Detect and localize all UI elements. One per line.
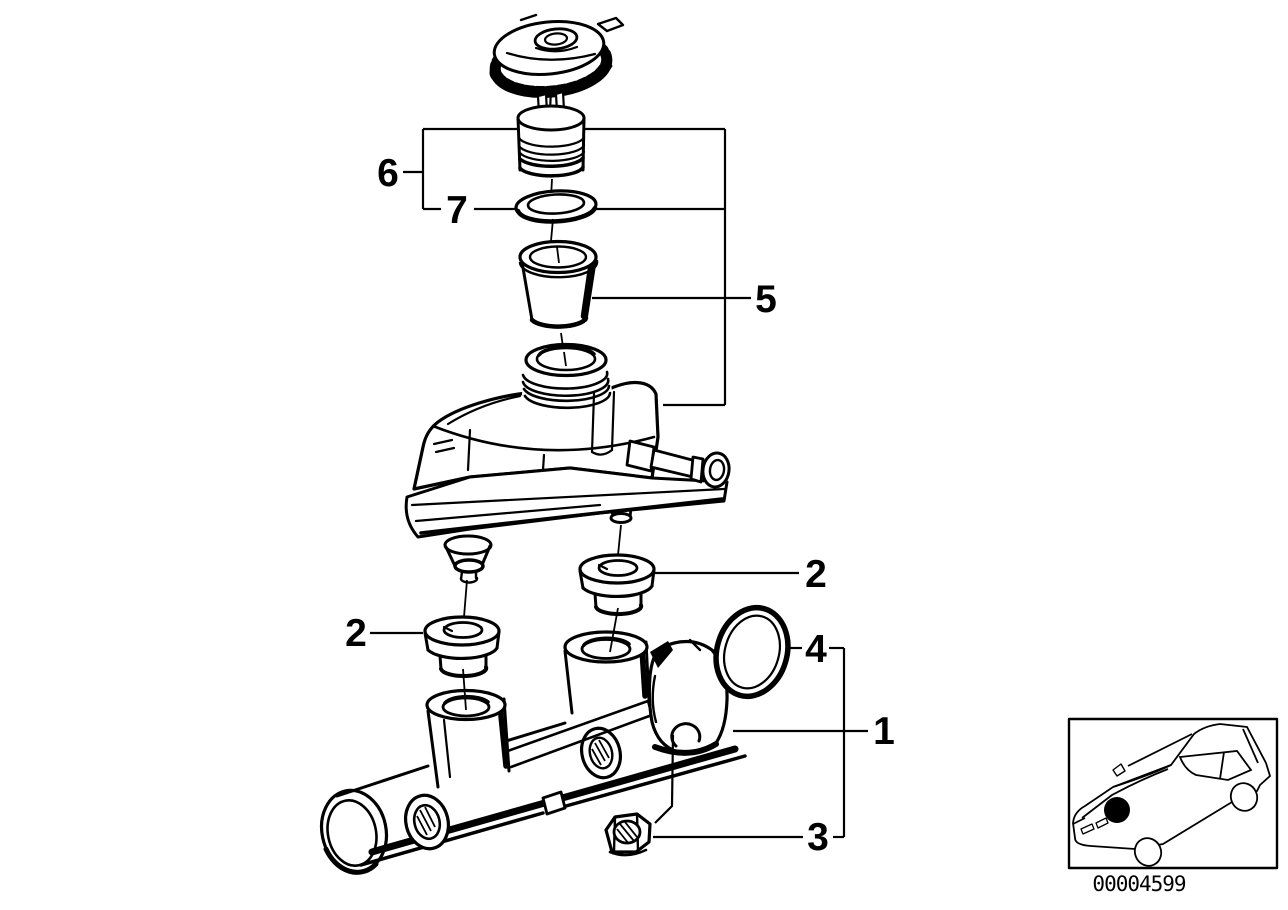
- callout-2-left: 2: [345, 612, 367, 655]
- inset-image-number: 00004599: [1092, 872, 1186, 896]
- axis-guide-seal-strainer: [550, 218, 554, 242]
- callout-7: 7: [446, 189, 468, 232]
- location-dot-icon: [1104, 797, 1130, 823]
- master-cylinder-body: [319, 630, 747, 875]
- callout-6: 6: [377, 152, 399, 195]
- callout-4: 4: [805, 628, 827, 671]
- callout-2-right: 2: [805, 553, 827, 596]
- callout-5: 5: [755, 278, 777, 321]
- callout-leader-lines: [370, 127, 868, 839]
- callout-labels: 6 7 5 2 2 4 1 3: [345, 152, 895, 859]
- axis-guide-right-grommet: [617, 524, 622, 556]
- tank-nipple-left: [443, 534, 493, 584]
- o-ring: [713, 604, 791, 700]
- outlet-port-left: [404, 793, 450, 851]
- car-silhouette-icon: [1072, 723, 1272, 867]
- grommet-right: [578, 553, 656, 617]
- tank-side-port: [625, 439, 731, 489]
- axis-guide-left-grommet: [463, 579, 468, 618]
- float-switch: [516, 90, 586, 178]
- reservoir-cap: [489, 13, 625, 98]
- outlet-port-mid: [579, 726, 623, 780]
- reservoir-port-left: [425, 688, 511, 789]
- expansion-tank: [404, 342, 731, 584]
- seal-ring: [514, 189, 598, 224]
- strainer-insert: [518, 239, 599, 329]
- callout-1: 1: [873, 710, 895, 753]
- stud-leader-line: [654, 734, 675, 824]
- grommet-left: [423, 615, 501, 679]
- car-inset: 00004599: [1067, 717, 1279, 896]
- hex-nut: [604, 812, 652, 857]
- reservoir-port-right: [563, 630, 651, 715]
- callout-3: 3: [807, 816, 829, 859]
